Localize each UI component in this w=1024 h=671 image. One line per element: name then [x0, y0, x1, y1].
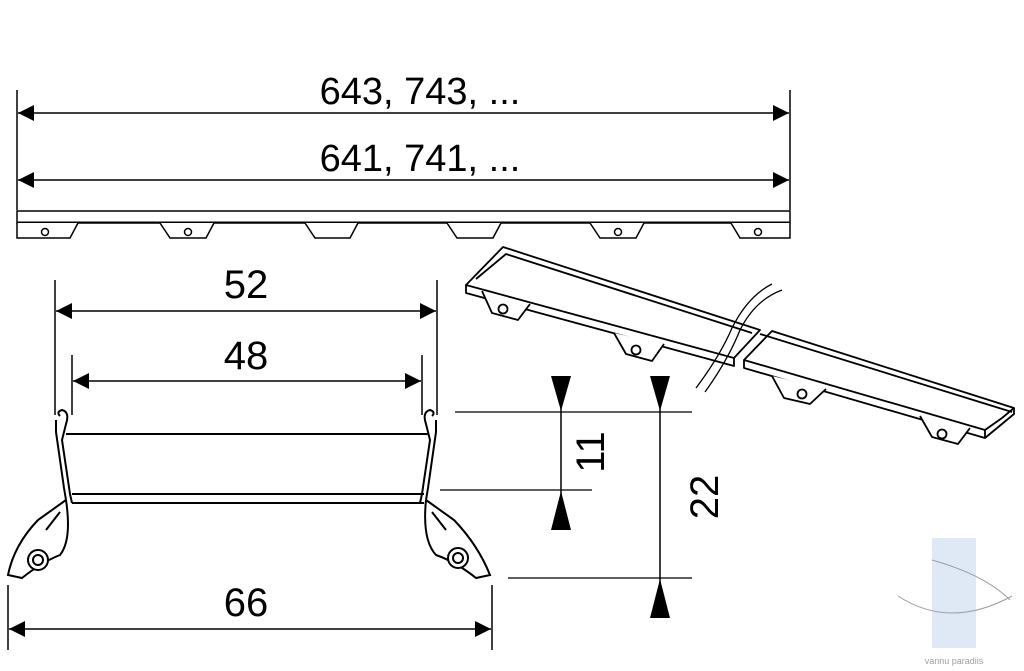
- depth-small-label: 11: [569, 431, 613, 473]
- cross-section-foot-holes: [27, 547, 469, 571]
- foot-hole-1: [40, 227, 50, 237]
- foot-hole-2: [183, 227, 193, 237]
- foot-4: [446, 222, 502, 239]
- top-profile-view: 643, 743, ... 641, 741, ...: [16, 71, 791, 239]
- outer-width-label: 52: [224, 263, 269, 307]
- foot-hole-5: [613, 227, 623, 237]
- foot-hole-6: [753, 227, 763, 237]
- foot-3: [304, 222, 359, 239]
- depth-total-label: 22: [683, 475, 727, 520]
- depth-total-arrow-bottom: [650, 579, 670, 618]
- iso-left-channel: [465, 246, 761, 359]
- total-length-label: 643, 743, ...: [320, 71, 521, 113]
- depth-small-arrow-top: [551, 376, 571, 411]
- isometric-view: [465, 246, 1015, 445]
- watermark-logo: vannu paradiis: [897, 538, 1013, 666]
- profile-feet: [16, 222, 791, 239]
- depth-total-arrow-top: [650, 376, 670, 411]
- cross-section-view: 52 48: [6, 263, 493, 650]
- depth-small-arrow-bottom: [551, 491, 571, 530]
- inner-width-label: 48: [224, 334, 269, 378]
- depth-dimensions: 11 22: [440, 376, 727, 618]
- iso-break-line-1: [704, 289, 783, 393]
- base-width-label: 66: [224, 581, 269, 625]
- profile-bar: [16, 210, 791, 224]
- inner-length-label: 641, 741, ...: [320, 138, 521, 180]
- cross-section-profile: [6, 408, 492, 580]
- iso-break-line-2: [695, 283, 773, 389]
- watermark-text: vannu paradiis: [925, 656, 984, 666]
